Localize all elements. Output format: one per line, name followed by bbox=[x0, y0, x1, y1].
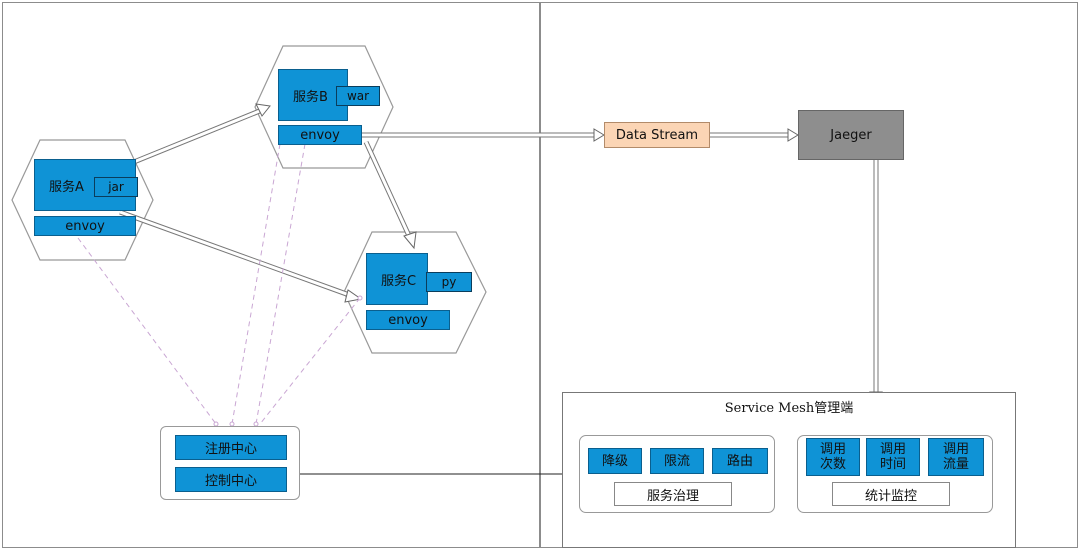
service-b-lang-tag: war bbox=[336, 86, 380, 106]
service-b-envoy[interactable]: envoy bbox=[278, 125, 362, 145]
governance-routing[interactable]: 路由 bbox=[712, 448, 768, 474]
service-c-box[interactable]: 服务C bbox=[366, 253, 428, 305]
mesh-management-panel: Service Mesh管理端 降级 限流 路由 服务治理 调用 次数 调用 时… bbox=[562, 392, 1016, 548]
governance-rate-limit[interactable]: 限流 bbox=[650, 448, 704, 474]
registry-center[interactable]: 注册中心 bbox=[175, 435, 287, 460]
mesh-management-title: Service Mesh管理端 bbox=[724, 401, 854, 416]
service-c-envoy[interactable]: envoy bbox=[366, 310, 450, 330]
control-center[interactable]: 控制中心 bbox=[175, 467, 287, 492]
governance-degrade[interactable]: 降级 bbox=[588, 448, 642, 474]
governance-group: 降级 限流 路由 服务治理 bbox=[579, 435, 775, 513]
link-b-to-stream bbox=[346, 128, 605, 142]
monitoring-call-time[interactable]: 调用 时间 bbox=[866, 438, 920, 476]
link-jaeger-to-mesh bbox=[869, 160, 883, 403]
monitoring-call-traffic[interactable]: 调用 流量 bbox=[928, 438, 984, 476]
service-a-envoy[interactable]: envoy bbox=[34, 216, 136, 236]
service-a-name: 服务A bbox=[49, 179, 84, 195]
governance-label: 服务治理 bbox=[614, 482, 732, 506]
service-c-lang-tag: py bbox=[426, 272, 472, 292]
monitoring-group: 调用 次数 调用 时间 调用 流量 统计监控 bbox=[797, 435, 993, 513]
link-b-to-c bbox=[363, 140, 417, 250]
service-b-name: 服务B bbox=[293, 89, 328, 105]
jaeger-box[interactable]: Jaeger bbox=[798, 110, 904, 160]
registry-dashed-ends bbox=[213, 295, 363, 427]
link-stream-to-jaeger bbox=[710, 128, 799, 142]
monitoring-call-count[interactable]: 调用 次数 bbox=[806, 438, 860, 476]
monitoring-label: 统计监控 bbox=[832, 482, 950, 506]
service-a-lang-tag: jar bbox=[94, 177, 138, 197]
service-c-name: 服务C bbox=[381, 273, 417, 289]
data-stream-box[interactable]: Data Stream bbox=[604, 122, 710, 148]
registry-dashed-links bbox=[77, 143, 361, 425]
link-a-to-c bbox=[119, 209, 363, 303]
link-a-to-b bbox=[123, 103, 271, 169]
control-plane-box: 注册中心 控制中心 bbox=[160, 426, 300, 500]
